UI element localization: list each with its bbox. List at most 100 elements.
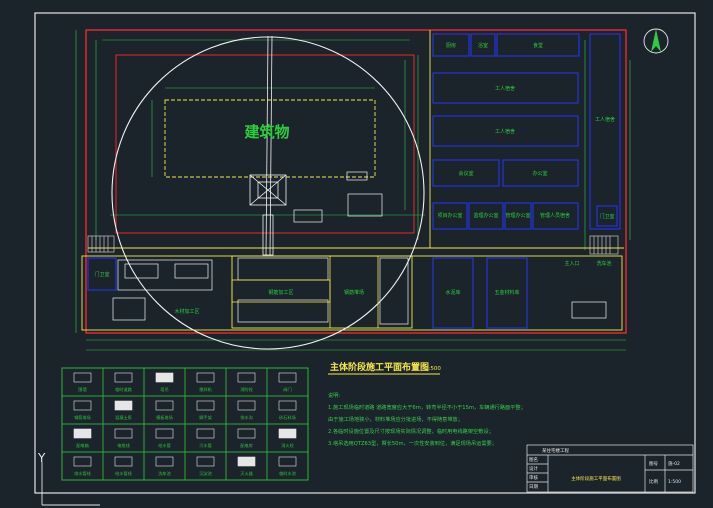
note-line-2: 由于施工场地狭小，材料堆场应分批进场，不得随意堆放； — [328, 415, 463, 423]
label-timber-shop: 木材加工区 — [174, 308, 199, 315]
label-canteen-c: 食堂 — [533, 42, 543, 49]
label-gate-left: 门卫室 — [94, 271, 109, 278]
legend-symbol-icon — [278, 400, 297, 411]
legend-item-label: 钢筋堆场 — [74, 414, 91, 421]
legend-symbol-icon — [278, 372, 297, 383]
legend-item-label: 配电房 — [240, 442, 253, 449]
legend-item-label: 电缆线 — [117, 442, 130, 449]
legend-symbol-icon — [155, 456, 174, 467]
ucs-icon — [41, 462, 100, 506]
legend-symbol-icon — [155, 428, 174, 439]
tower-crane — [249, 35, 287, 256]
legend-symbol-icon — [114, 400, 133, 411]
tb-project: 某住宅楼工程 — [542, 447, 569, 454]
legend-item-label: 洗车池 — [158, 470, 171, 477]
note-line-3: 2.各临时设施位置及尺寸按现场实际情况调整，临时用电线路架空敷设； — [328, 427, 494, 435]
legend-symbol-icon — [155, 372, 174, 383]
legend-item-label: 围墙 — [78, 386, 86, 393]
label-dorm-1: 工人宿舍 — [495, 85, 515, 92]
label-office-6: 管理人员宿舍 — [540, 212, 570, 219]
label-dorm-side: 工人宿舍 — [595, 116, 615, 123]
legend-symbol-icon — [237, 372, 256, 383]
legend-item-label: 阀门 — [283, 386, 291, 393]
legend-item-label: 灭火器 — [240, 471, 253, 477]
legend-symbol-icon — [73, 428, 92, 439]
legend-item-label: 临时道路 — [115, 386, 133, 393]
legend-item-label: 给水管 — [158, 442, 171, 449]
legend-symbol-icon — [278, 428, 297, 439]
tb-scale: 1:500 — [668, 479, 681, 485]
legend-item-label: 配电箱 — [76, 442, 89, 449]
legend-symbol-icon — [73, 456, 92, 467]
legend-symbol-icon — [196, 428, 215, 439]
legend-symbol-icon — [114, 456, 133, 467]
building-label: 建筑物 — [244, 123, 289, 141]
legend-item-label: 给水管线 — [115, 470, 133, 477]
tb-row-2: 设计 — [529, 465, 538, 472]
tb-sheet-label: 图号 — [649, 461, 658, 467]
label-office-2: 办公室 — [532, 170, 547, 177]
gate-left — [87, 235, 115, 253]
legend-symbol-icon — [278, 456, 297, 467]
label-store-1: 水泥库 — [445, 289, 460, 296]
label-canteen-a: 厨房 — [446, 42, 456, 49]
legend-item-label: 塔吊 — [160, 386, 168, 393]
note-line-1: 1.施工现场临时道路 道路宽度应大于6m，转弯半径不小于15m，车辆通行路面平整… — [328, 403, 526, 411]
inner-red-boundary — [115, 54, 415, 234]
legend-symbol-icon — [196, 456, 215, 467]
dimension-lines — [75, 30, 631, 351]
legend-symbol-icon — [73, 400, 92, 411]
legend-symbol-icon — [237, 428, 256, 439]
lower-yard — [112, 171, 607, 325]
tb-scale-label: 比例 — [649, 478, 658, 485]
legend-cell — [266, 451, 309, 481]
legend-item-label: 排水沟 — [240, 414, 253, 421]
label-rebar-shop: 钢筋加工区 — [268, 289, 293, 296]
tb-drawing-name: 主体阶段施工平面布置图 — [571, 475, 621, 482]
legend-symbol-icon — [237, 456, 256, 467]
legend-item-label: 消防栓 — [240, 386, 253, 393]
legend-item-label: 沉淀池 — [199, 470, 212, 477]
label-store-2: 五金材料库 — [494, 289, 519, 296]
tb-row-4: 日期 — [529, 484, 538, 490]
ucs-y-label: Y — [37, 451, 46, 465]
drawing-title: 主体阶段施工平面布置图 — [330, 361, 429, 373]
label-ground: 主入口 — [564, 260, 579, 267]
note-line-4: 3.塔吊选用QTZ63型，臂长50m，一次性安装到位，满足现场吊运需要； — [328, 439, 497, 447]
label-office-1: 会议室 — [458, 170, 473, 177]
gate-right — [589, 235, 619, 255]
legend-item-label: 临时水池 — [279, 470, 297, 477]
legend-symbol-icon — [114, 428, 133, 439]
legend-item-label: 模板堆场 — [156, 414, 173, 421]
tb-row-1: 图名 — [529, 456, 538, 463]
drawing-border — [34, 12, 696, 494]
temporary-buildings — [87, 33, 621, 329]
site-areas — [231, 256, 379, 328]
label-canteen-b: 浴室 — [478, 42, 488, 49]
tb-row-3: 审核 — [529, 474, 538, 481]
building-footprint — [164, 99, 376, 178]
label-guard-right-2: 洗车池 — [596, 260, 611, 267]
label-office-5: 管理办公室 — [505, 212, 530, 219]
legend-symbol-icon — [114, 372, 133, 383]
legend-symbol-icon — [73, 372, 92, 383]
legend-symbol-icon — [196, 372, 215, 383]
site-boundary — [85, 29, 627, 334]
legend-item-label: 砂石料场 — [279, 414, 296, 421]
legend-item-label: 污水管 — [199, 442, 212, 449]
label-dorm-2: 工人宿舍 — [495, 128, 515, 135]
legend-symbol-icon — [155, 400, 174, 411]
legend-item-label: 消火栓 — [281, 442, 294, 449]
tb-sheet-no: 施-02 — [668, 460, 680, 467]
label-rebar-yard: 钢筋堆场 — [344, 289, 364, 296]
legend-item-label: 脚手架 — [199, 414, 212, 421]
legend-item-label: 搅拌机 — [199, 386, 212, 393]
label-office-4: 监理办公室 — [473, 212, 498, 219]
legend-symbol-icon — [196, 400, 215, 411]
legend-symbol-icon — [237, 400, 256, 411]
legend-item-label: 混凝土泵 — [115, 414, 132, 421]
label-office-3: 项目办公室 — [437, 212, 462, 219]
drawing-scale: 1:500 — [425, 366, 441, 372]
